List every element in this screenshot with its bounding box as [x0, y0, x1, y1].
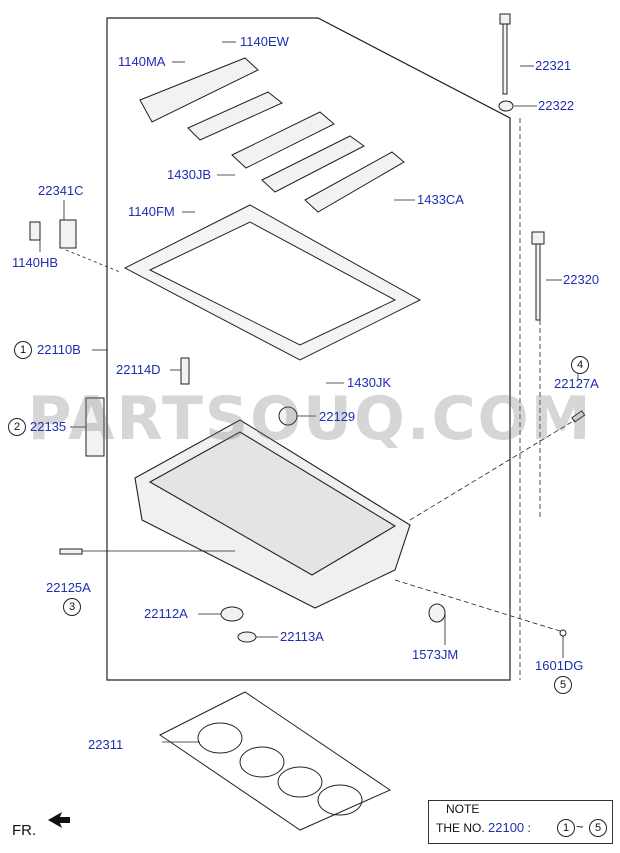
pin-22114D	[180, 357, 190, 385]
label-22125A[interactable]: 22125A	[46, 580, 91, 595]
label-22113A[interactable]: 22113A	[280, 629, 324, 644]
label-22341C[interactable]: 22341C	[38, 183, 84, 198]
note-circled-5: 5	[589, 819, 607, 837]
front-arrow-icon	[48, 812, 70, 828]
label-1573JM[interactable]: 1573JM	[412, 647, 459, 662]
circled-4-22127A: 4	[571, 356, 589, 374]
bolt-1140HB	[29, 221, 41, 241]
label-22127A[interactable]: 22127A	[554, 376, 599, 391]
label-1433CA[interactable]: 1433CA	[417, 192, 464, 207]
bracket-22341C	[59, 219, 77, 249]
plug-1601DG	[559, 629, 567, 637]
note-box	[428, 800, 613, 844]
note-circled-1: 1	[557, 819, 575, 837]
label-22311[interactable]: 22311	[88, 737, 124, 752]
washer-22322	[498, 100, 514, 112]
note-title: NOTE	[446, 802, 480, 816]
head-gasket	[159, 691, 392, 831]
label-1601DG[interactable]: 1601DG	[535, 658, 584, 673]
assembly-frame	[106, 17, 511, 681]
label-1140EW[interactable]: 1140EW	[240, 34, 289, 49]
label-22135[interactable]: 22135	[30, 419, 67, 434]
label-22322[interactable]: 22322	[538, 98, 575, 113]
pin-22127A	[571, 410, 586, 423]
leader-lines	[39, 41, 579, 743]
label-1430JB[interactable]: 1430JB	[167, 167, 212, 182]
circled-1-22110B: 1	[14, 341, 32, 359]
label-22129[interactable]: 22129	[319, 409, 356, 424]
note-line: THE NO. 22100 :	[436, 820, 531, 836]
cam-bearing-caps	[139, 57, 405, 213]
cap-1573JM	[428, 603, 446, 623]
label-1140HB[interactable]: 1140HB	[12, 255, 59, 270]
seal-22112A	[220, 606, 244, 622]
bolt-22321	[499, 13, 511, 95]
circled-3-22125A: 3	[63, 598, 81, 616]
cylinder-head	[134, 419, 411, 609]
camshaft-carrier	[123, 204, 422, 361]
label-22320[interactable]: 22320	[563, 272, 600, 287]
stud-22125A	[59, 548, 83, 555]
circled-2-22135: 2	[8, 418, 26, 436]
note-tilde: ~	[576, 819, 584, 834]
note-colon: :	[527, 821, 531, 835]
circled-5-1601DG: 5	[554, 676, 572, 694]
label-22110B[interactable]: 22110B	[37, 342, 81, 357]
label-1430JK[interactable]: 1430JK	[347, 375, 392, 390]
label-1140FM[interactable]: 1140FM	[128, 204, 175, 219]
note-number[interactable]: 22100	[488, 820, 525, 835]
label-22112A[interactable]: 22112A	[144, 606, 188, 621]
bolt-22320	[531, 231, 545, 321]
label-1140MA[interactable]: 1140MA	[118, 54, 166, 69]
label-22321[interactable]: 22321	[535, 58, 572, 73]
label-22114D[interactable]: 22114D	[116, 362, 161, 377]
note-prefix: THE NO.	[436, 821, 485, 835]
seal-22113A	[237, 631, 257, 643]
watermark: PARTSOUQ.COM	[27, 384, 593, 454]
front-direction-label: FR.	[12, 822, 37, 839]
